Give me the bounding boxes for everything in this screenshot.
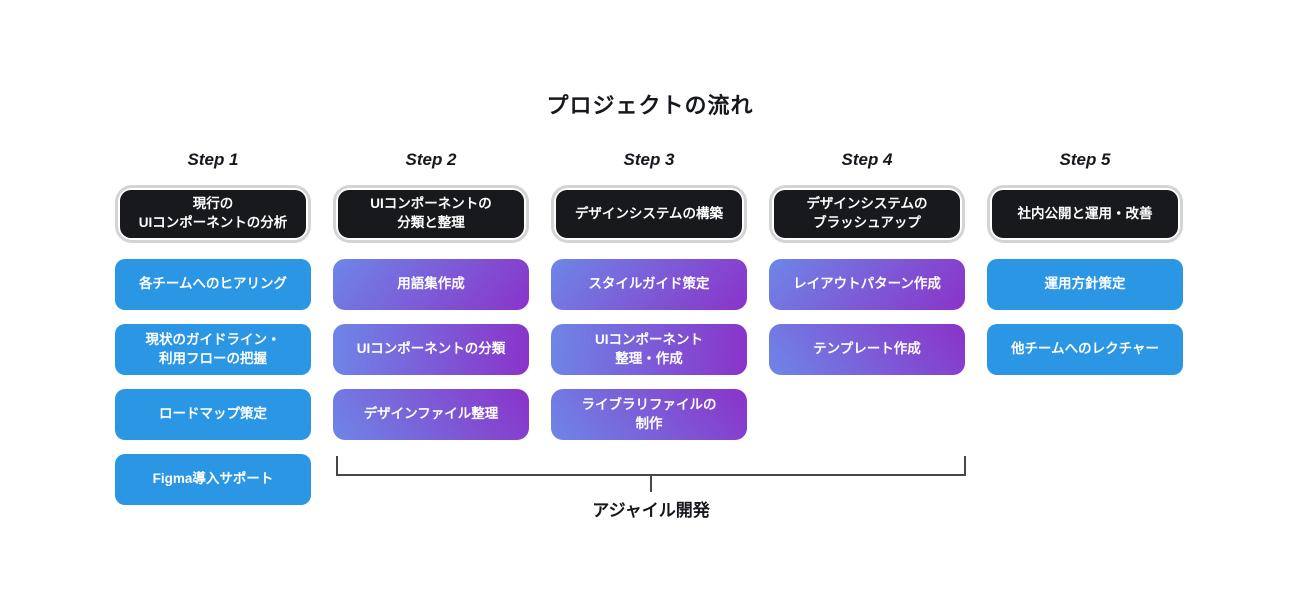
task-card: スタイルガイド策定	[551, 259, 747, 310]
step-header-text: UIコンポーネントの 分類と整理	[338, 190, 524, 238]
step-column-1: Step 1 現行の UIコンポーネントの分析 各チームへのヒアリング 現状のガ…	[115, 150, 311, 519]
step-label: Step 2	[405, 150, 457, 169]
step-header-text: デザインシステムの ブラッシュアップ	[774, 190, 960, 238]
agile-label: アジャイル開発	[592, 501, 710, 520]
step-label: Step 5	[1059, 150, 1111, 169]
step-column-5: Step 5 社内公開と運用・改善 運用方針策定 他チームへのレクチャー	[987, 150, 1183, 519]
task-card: テンプレート作成	[769, 324, 965, 375]
agile-scope-bracket	[336, 456, 966, 492]
task-card: ライブラリファイルの 制作	[551, 389, 747, 440]
task-card: 現状のガイドライン・ 利用フローの把握	[115, 324, 311, 375]
step-header-text: デザインシステムの構築	[556, 190, 742, 238]
task-card: 他チームへのレクチャー	[987, 324, 1183, 375]
task-card: 各チームへのヒアリング	[115, 259, 311, 310]
step-header: デザインシステムの構築	[551, 185, 747, 243]
step-column-3: Step 3 デザインシステムの構築 スタイルガイド策定 UIコンポーネント 整…	[551, 150, 747, 519]
task-card: 運用方針策定	[987, 259, 1183, 310]
task-card: UIコンポーネント 整理・作成	[551, 324, 747, 375]
bracket-tick	[650, 476, 652, 492]
step-header: 社内公開と運用・改善	[987, 185, 1183, 243]
step-header: デザインシステムの ブラッシュアップ	[769, 185, 965, 243]
step-label: Step 1	[187, 150, 239, 169]
step-column-4: Step 4 デザインシステムの ブラッシュアップ レイアウトパターン作成 テン…	[769, 150, 965, 519]
steps-row: Step 1 現行の UIコンポーネントの分析 各チームへのヒアリング 現状のガ…	[115, 150, 1183, 519]
task-card: ロードマップ策定	[115, 389, 311, 440]
step-header-text: 現行の UIコンポーネントの分析	[120, 190, 306, 238]
step-header-text: 社内公開と運用・改善	[992, 190, 1178, 238]
task-card: 用語集作成	[333, 259, 529, 310]
step-header: UIコンポーネントの 分類と整理	[333, 185, 529, 243]
task-card: Figma導入サポート	[115, 454, 311, 505]
task-card: UIコンポーネントの分類	[333, 324, 529, 375]
page-title: プロジェクトの流れ	[546, 93, 754, 118]
step-header: 現行の UIコンポーネントの分析	[115, 185, 311, 243]
step-column-2: Step 2 UIコンポーネントの 分類と整理 用語集作成 UIコンポーネントの…	[333, 150, 529, 519]
step-label: Step 3	[623, 150, 675, 169]
step-label: Step 4	[841, 150, 893, 169]
task-card: デザインファイル整理	[333, 389, 529, 440]
task-card: レイアウトパターン作成	[769, 259, 965, 310]
